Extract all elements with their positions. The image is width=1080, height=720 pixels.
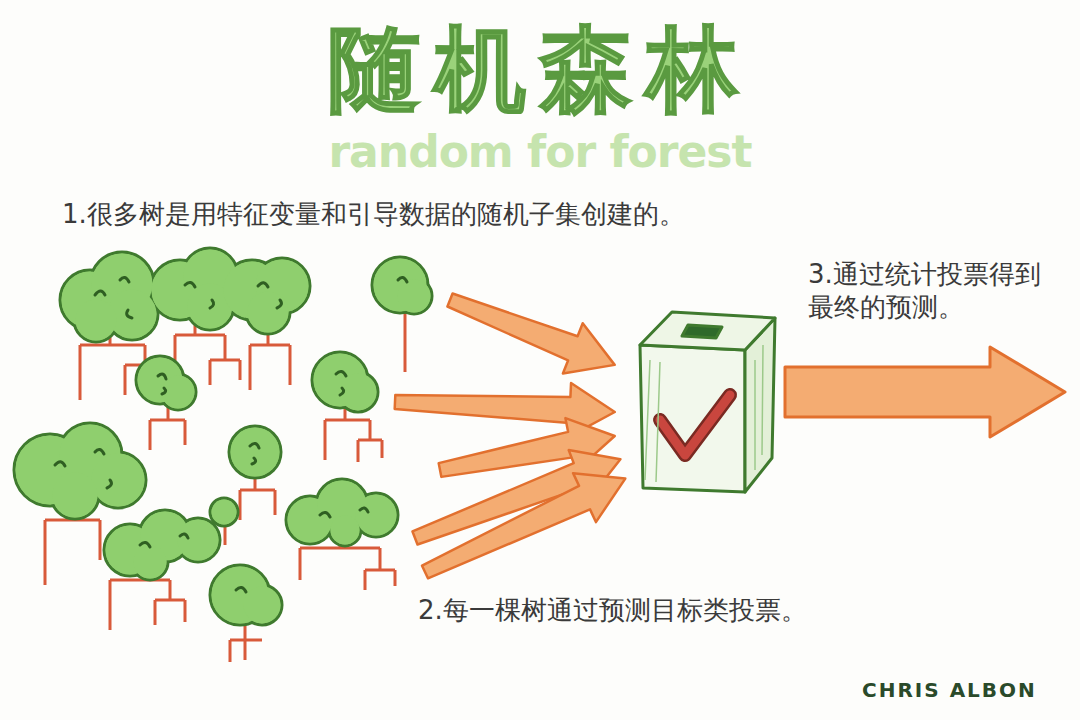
diagram-title: 随机森林 <box>240 8 840 132</box>
subtitle: random for forest <box>240 126 840 177</box>
tree-trunks <box>45 310 405 662</box>
step-note: 3.通过统计投票得到最终的预测。 <box>808 258 1053 323</box>
output-arrow <box>785 347 1065 437</box>
step-note: 2.每一棵树通过预测目标类投票。 <box>418 594 807 627</box>
vote-arrows <box>394 275 637 597</box>
step-note: 1.很多树是用特征变量和引导数据的随机子集创建的。 <box>62 198 685 231</box>
ballot-box <box>640 312 775 492</box>
tree-canopies <box>14 248 432 625</box>
author-signature: CHRIS ALBON <box>862 678 1037 702</box>
